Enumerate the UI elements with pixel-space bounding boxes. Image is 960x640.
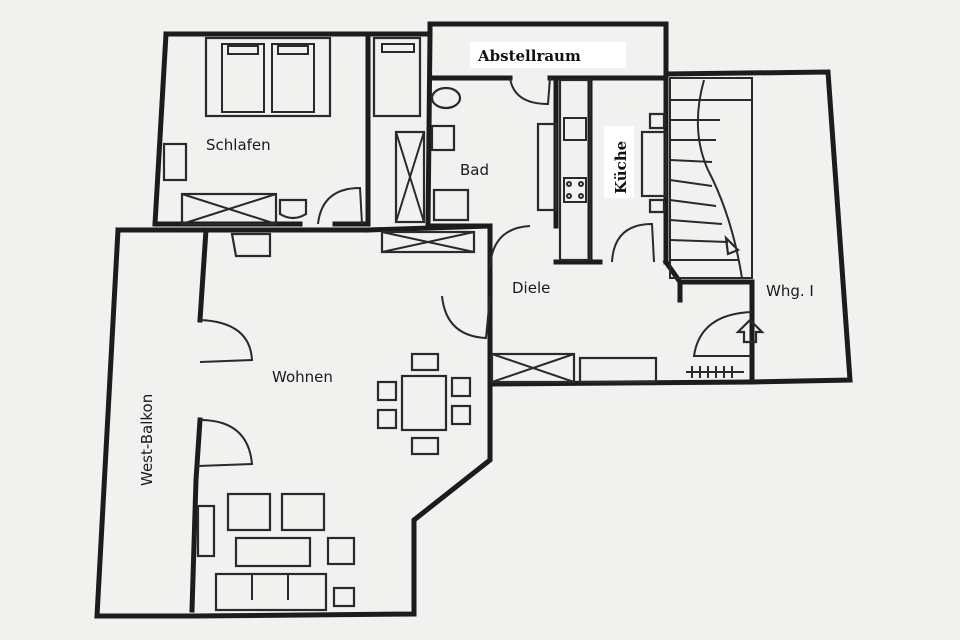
sofa: [214, 572, 328, 612]
bathtub: [536, 122, 558, 212]
room-labels: Schlafen Abstellraum Bad Küche Diele Whg…: [138, 42, 814, 486]
bad-furniture: [430, 86, 558, 222]
side-table-2: [332, 586, 356, 608]
entry-arrow: [735, 318, 765, 344]
door-balkon-2: [197, 419, 254, 467]
sideboard-wohnen: [380, 230, 476, 254]
door-abstellraum: [509, 77, 551, 106]
chair-5: [450, 376, 472, 398]
wall-whg: [662, 69, 853, 385]
radiator-diele: [686, 366, 744, 378]
wall-balkon-inner: [189, 227, 209, 613]
armchair-2: [280, 492, 326, 532]
wardrobe-diele: [490, 352, 576, 384]
armchair-top: [230, 232, 272, 258]
door-kueche: [611, 222, 655, 263]
single-bed: [372, 36, 422, 118]
wall-wohnen: [94, 223, 493, 619]
kueche-furniture: [558, 78, 668, 262]
toilet: [430, 86, 462, 110]
chair-1: [410, 352, 440, 372]
bidet: [430, 124, 456, 152]
label-bad: Bad: [460, 161, 489, 179]
walls: [94, 21, 853, 619]
label-abstellraum: Abstellraum: [477, 47, 581, 65]
label-diele: Diele: [512, 279, 550, 297]
door-whg: [692, 311, 753, 357]
wohnen-furniture: [196, 230, 476, 612]
basin-schlafen: [278, 198, 308, 220]
tv-cabinet: [196, 504, 216, 558]
wardrobe-tall: [394, 130, 426, 224]
door-bad: [489, 225, 531, 269]
chair-6: [450, 404, 472, 426]
double-bed: [204, 36, 332, 118]
side-table: [326, 536, 356, 566]
label-whg: Whg. I: [766, 282, 814, 300]
wardrobe-schlafen: [180, 192, 278, 226]
chair-4: [376, 408, 398, 430]
kitchen-counter: [558, 78, 592, 262]
diele-furniture: [490, 318, 765, 384]
bench-diele: [578, 356, 658, 384]
chair-3: [376, 380, 398, 402]
armchair-1: [226, 492, 272, 532]
label-kueche: Küche: [612, 141, 630, 194]
label-schlafen: Schlafen: [206, 136, 271, 154]
door-schlafen: [317, 186, 363, 225]
door-balkon-1: [199, 319, 254, 363]
wall-diele: [487, 223, 755, 387]
schlafen-furniture: [162, 36, 426, 226]
label-balkon: West-Balkon: [138, 394, 156, 486]
chair-2: [410, 436, 440, 456]
dining-table: [400, 374, 448, 432]
doors: [197, 77, 753, 467]
kitchen-table: [640, 130, 668, 198]
shower: [432, 188, 470, 222]
door-wohnen-diele: [441, 295, 491, 340]
staircase: [669, 77, 753, 279]
nightstand: [162, 142, 188, 182]
wall-schlafen: [152, 31, 433, 227]
label-wohnen: Wohnen: [272, 368, 333, 386]
coffee-table: [234, 536, 312, 568]
